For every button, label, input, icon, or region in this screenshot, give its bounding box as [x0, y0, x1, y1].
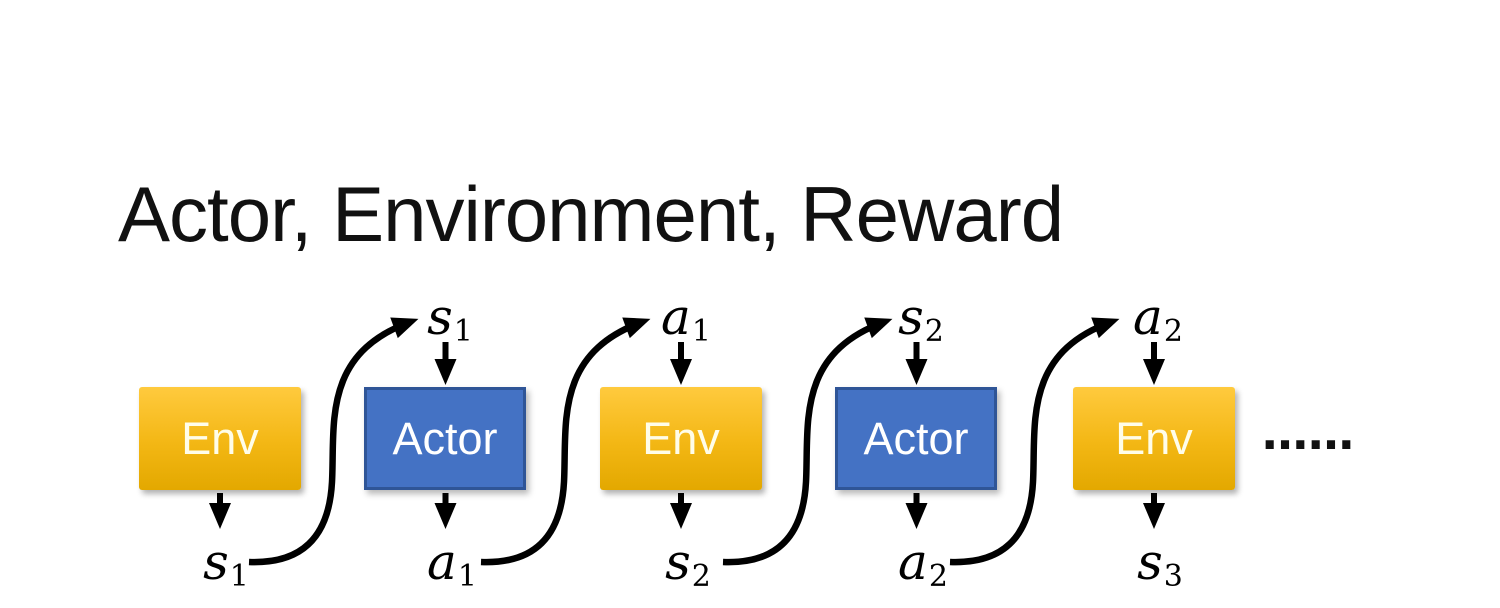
label-a1-bottom: a1	[427, 533, 477, 595]
env-box-3: Env	[1073, 387, 1235, 490]
env-box-1: Env	[139, 387, 301, 490]
label-s3-bottom: s3	[1137, 533, 1183, 595]
actor-box-2-label: Actor	[863, 413, 969, 464]
page-title: Actor, Environment, Reward	[118, 170, 1064, 259]
env-box-3-label: Env	[1115, 413, 1193, 464]
label-s2-bottom: s2	[665, 533, 711, 595]
label-a1-top: a1	[661, 288, 711, 350]
actor-box-1-label: Actor	[392, 413, 498, 464]
label-s1-top: s1	[427, 288, 473, 350]
actor-box-1: Actor	[364, 387, 526, 490]
label-s1-bottom: s1	[203, 533, 249, 595]
env-box-1-label: Env	[181, 413, 259, 464]
actor-box-2: Actor	[835, 387, 997, 490]
ellipsis-dots: ……	[1262, 406, 1354, 460]
env-box-2: Env	[600, 387, 762, 490]
label-s2-top: s2	[898, 288, 944, 350]
env-box-2-label: Env	[642, 413, 720, 464]
label-a2-top: a2	[1133, 288, 1183, 350]
label-a2-bottom: a2	[898, 533, 948, 595]
